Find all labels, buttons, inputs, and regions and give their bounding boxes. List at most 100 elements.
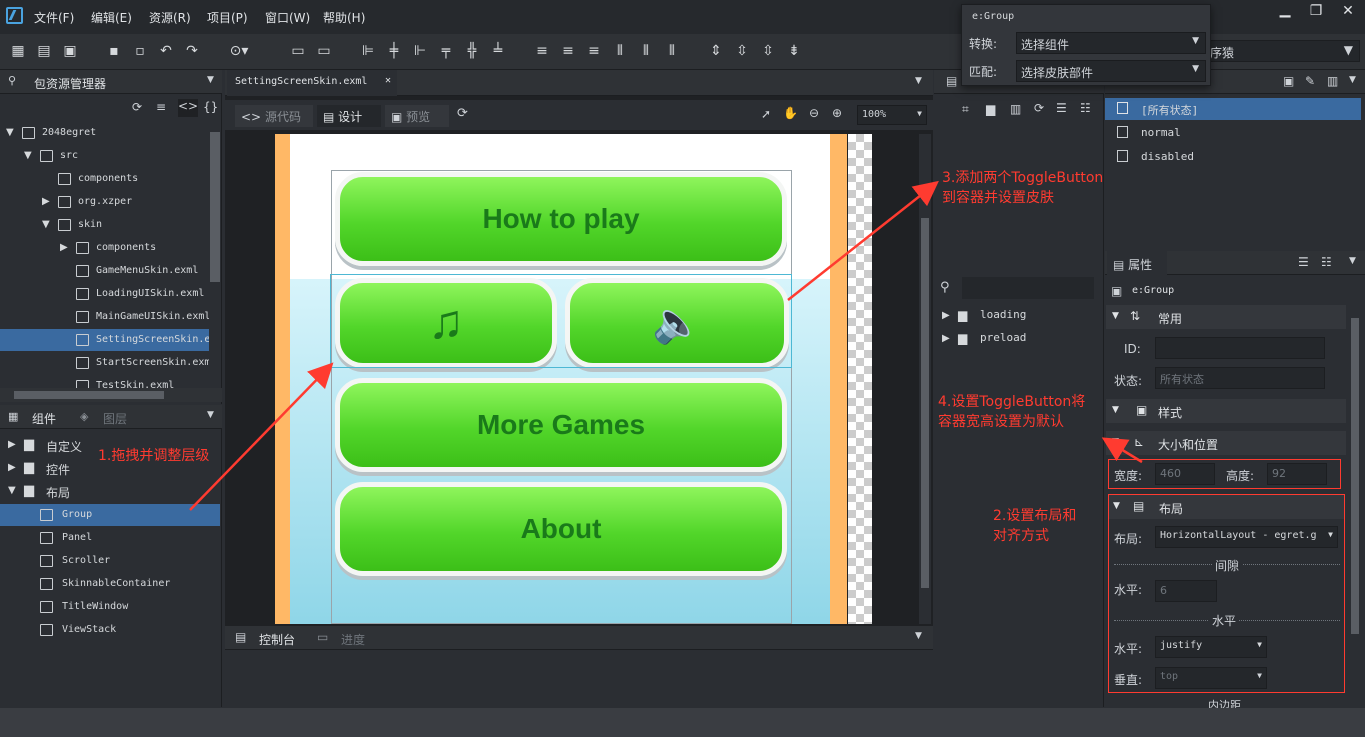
expanded-arrow-icon[interactable]: ▼ bbox=[42, 219, 50, 230]
new-file-icon[interactable]: ▤ bbox=[37, 43, 51, 59]
component-folder[interactable]: ▼▆布局 bbox=[8, 483, 71, 500]
menu-help[interactable]: 帮助(H) bbox=[323, 11, 366, 25]
design-mode-button[interactable]: ▤ 设计 bbox=[317, 105, 381, 127]
detail-view-icon[interactable]: ☷ bbox=[1080, 101, 1091, 115]
collapsed-arrow-icon[interactable]: ▶ bbox=[60, 242, 68, 253]
align-right-icon[interactable]: ⊩ bbox=[413, 43, 427, 59]
canvas[interactable]: How to play ♫ 🔈 More Games About bbox=[229, 134, 919, 624]
refresh-icon[interactable]: ⟳ bbox=[1034, 101, 1045, 115]
tree-item[interactable]: StartScreenSkin.exm bbox=[0, 352, 210, 374]
distribute-b-icon[interactable]: ≡ bbox=[562, 43, 574, 59]
zoom-out-icon[interactable]: ⊖ bbox=[809, 106, 820, 120]
height-input[interactable]: 92 bbox=[1267, 463, 1327, 485]
distribute-d-icon[interactable]: ⦀ bbox=[616, 43, 624, 59]
code-icon[interactable]: <> bbox=[178, 99, 198, 117]
distribute-e-icon[interactable]: ⦀ bbox=[642, 43, 650, 59]
menu-window[interactable]: 窗口(W) bbox=[265, 11, 311, 25]
save-icon[interactable]: ▪ bbox=[109, 43, 119, 59]
close-tab-icon[interactable]: ✕ bbox=[384, 75, 391, 86]
component-item[interactable]: ViewStack bbox=[0, 619, 220, 641]
align-bottom-icon[interactable]: ╧ bbox=[493, 43, 503, 59]
grid-icon[interactable]: ⌗ bbox=[962, 102, 969, 116]
expanded-arrow-icon[interactable]: ▼ bbox=[24, 150, 32, 161]
tree-item[interactable]: SettingScreenSkin.e bbox=[0, 329, 210, 351]
align-center-icon[interactable]: ╪ bbox=[389, 43, 399, 59]
distribute-f-icon[interactable]: ⦀ bbox=[668, 43, 676, 59]
collapse-icon[interactable]: ≡ bbox=[156, 100, 167, 114]
section-common[interactable]: ▼ ⇅ 常用 bbox=[1106, 305, 1346, 329]
arrow-icon[interactable]: ▶ bbox=[8, 462, 16, 473]
tree-item[interactable]: components bbox=[0, 168, 210, 190]
tab-properties[interactable]: ▤ 属性 bbox=[1107, 251, 1167, 275]
distribute-a-icon[interactable]: ≡ bbox=[536, 43, 548, 59]
panel-menu-icon[interactable]: ▼ bbox=[915, 631, 922, 641]
sound-toggle-button[interactable]: 🔈 bbox=[565, 278, 789, 368]
refresh-icon[interactable]: ⟳ bbox=[132, 100, 143, 114]
state-input[interactable]: 所有状态 bbox=[1155, 367, 1325, 389]
search-input[interactable] bbox=[962, 277, 1094, 299]
how-to-play-button[interactable]: How to play bbox=[335, 172, 787, 266]
save-all-icon[interactable]: ▫ bbox=[135, 43, 145, 59]
valign-select[interactable]: top ▼ bbox=[1155, 667, 1267, 689]
menu-edit[interactable]: 编辑(E) bbox=[91, 11, 132, 25]
panel-menu-icon[interactable]: ▼ bbox=[1349, 75, 1356, 85]
width-input[interactable]: 460 bbox=[1155, 463, 1215, 485]
section-size[interactable]: ▼ ⊾ 大小和位置 bbox=[1106, 431, 1346, 455]
section-layout[interactable]: ▼ ▤ 布局 bbox=[1109, 495, 1344, 519]
panel-menu-icon[interactable]: ▼ bbox=[207, 410, 214, 420]
braces-icon[interactable]: {} bbox=[203, 100, 219, 114]
arrow-icon[interactable]: ▶ bbox=[8, 439, 16, 450]
maximize-icon[interactable]: ❐ bbox=[1309, 3, 1323, 19]
component-folder[interactable]: ▶▆控件 bbox=[8, 460, 71, 477]
tab-layers[interactable]: 图层 bbox=[103, 412, 128, 426]
convert-select[interactable]: 选择组件 ▼ bbox=[1016, 32, 1206, 54]
tree-item[interactable]: ▼src bbox=[24, 150, 79, 162]
list-view-icon[interactable]: ☰ bbox=[1056, 101, 1067, 115]
size-d-icon[interactable]: ⇟ bbox=[788, 43, 800, 59]
tab-progress[interactable]: 进度 bbox=[341, 633, 366, 647]
align-b-icon[interactable]: ▭ bbox=[317, 43, 331, 59]
refresh-icon[interactable]: ⟳ bbox=[457, 106, 468, 121]
component-folder[interactable]: ▶▆自定义 bbox=[8, 437, 83, 454]
delete-state-icon[interactable]: ▥ bbox=[1327, 74, 1339, 88]
state-item[interactable]: disabled bbox=[1105, 146, 1361, 168]
folder-preload[interactable]: ▶ ▆ preload bbox=[942, 331, 1027, 345]
tree-item[interactable]: ▶components bbox=[60, 242, 157, 254]
panel-menu-icon[interactable]: ▼ bbox=[207, 75, 214, 85]
selected-group[interactable] bbox=[330, 274, 792, 368]
component-item[interactable]: Group bbox=[0, 504, 220, 526]
zoom-in-icon[interactable]: ⊕ bbox=[832, 106, 843, 120]
tree-item[interactable]: LoadingUISkin.exml bbox=[0, 283, 210, 305]
size-a-icon[interactable]: ⇕ bbox=[710, 43, 722, 59]
editor-tab[interactable]: SettingScreenSkin.exml ✕ bbox=[227, 70, 397, 96]
add-state-icon[interactable]: ▣ bbox=[1283, 74, 1295, 88]
arrow-icon[interactable]: ▼ bbox=[8, 485, 16, 496]
v-scrollbar[interactable] bbox=[919, 134, 931, 624]
list-icon[interactable]: ☷ bbox=[1321, 255, 1332, 269]
size-b-icon[interactable]: ⇳ bbox=[736, 43, 748, 59]
zoom-select[interactable]: 100% ▼ bbox=[857, 105, 927, 125]
distribute-c-icon[interactable]: ≡ bbox=[588, 43, 600, 59]
pointer-tool-icon[interactable]: ➚ bbox=[761, 107, 772, 121]
layout-select[interactable]: HorizontalLayout - egret.g ▼ bbox=[1155, 526, 1338, 548]
id-input[interactable] bbox=[1155, 337, 1325, 359]
menu-project[interactable]: 项目(P) bbox=[207, 11, 248, 25]
h-scrollbar[interactable] bbox=[0, 388, 222, 402]
folder-add-icon[interactable]: ▆ bbox=[986, 102, 996, 116]
preview-mode-button[interactable]: ▣ 预览 bbox=[385, 105, 449, 127]
props-scrollbar[interactable] bbox=[1349, 318, 1361, 706]
sort-icon[interactable]: ☰ bbox=[1298, 255, 1309, 269]
music-toggle-button[interactable]: ♫ bbox=[335, 278, 557, 368]
section-style[interactable]: ▼ ▣ 样式 bbox=[1106, 399, 1346, 423]
component-item[interactable]: Scroller bbox=[0, 550, 220, 572]
component-item[interactable]: SkinnableContainer bbox=[0, 573, 220, 595]
menu-file[interactable]: 文件(F) bbox=[34, 11, 75, 25]
tree-item[interactable]: GameMenuSkin.exml bbox=[0, 260, 210, 282]
tab-components[interactable]: 组件 bbox=[32, 412, 57, 426]
hand-tool-icon[interactable]: ✋ bbox=[783, 106, 798, 120]
state-item[interactable]: normal bbox=[1105, 122, 1361, 144]
source-mode-button[interactable]: <> 源代码 bbox=[235, 105, 313, 127]
align-left-icon[interactable]: ⊫ bbox=[361, 43, 375, 59]
h-gap-input[interactable]: 6 bbox=[1155, 580, 1217, 602]
align-a-icon[interactable]: ▭ bbox=[291, 43, 305, 59]
